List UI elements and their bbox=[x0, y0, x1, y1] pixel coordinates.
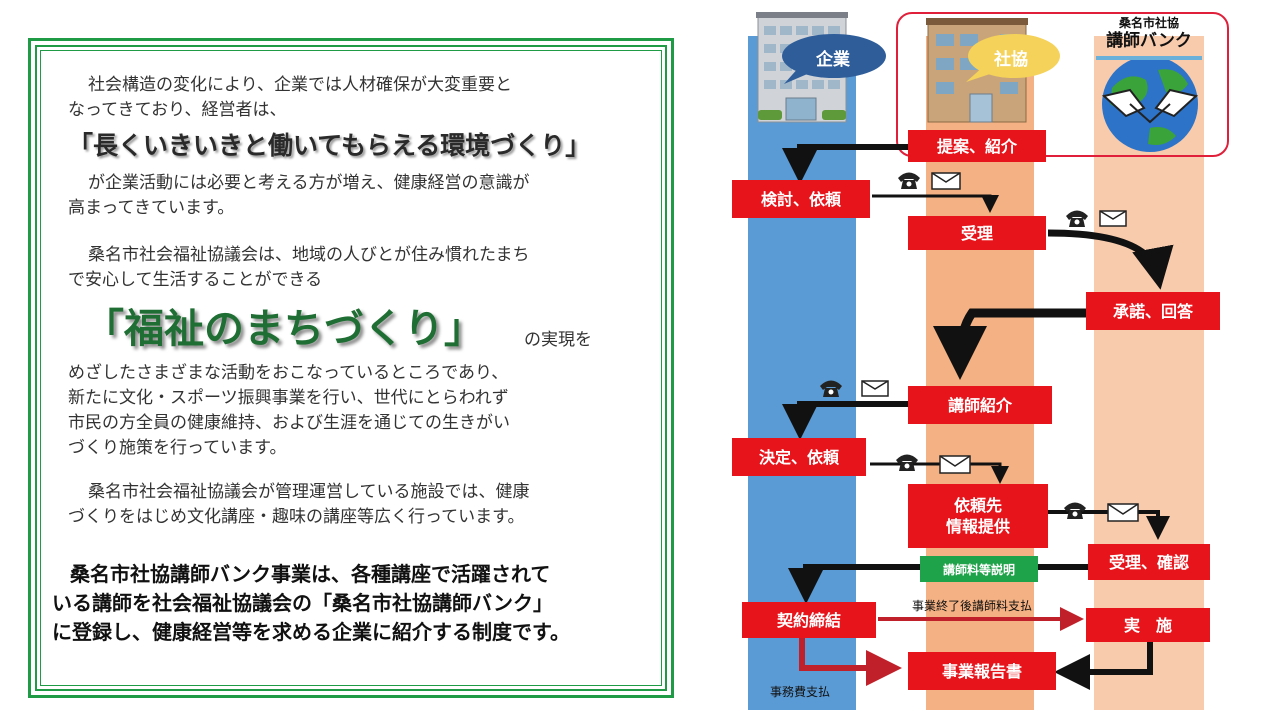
step-propose: 提案、紹介 bbox=[908, 130, 1046, 162]
intro-paragraph-2: が企業活動には必要と考える方が増え、健康経営の意識が 高まってきています。 bbox=[68, 173, 530, 218]
step-accept-confirm: 受理、確認 bbox=[1088, 544, 1210, 580]
phone-mail-icon bbox=[1064, 502, 1139, 522]
step-contract: 契約締結 bbox=[742, 602, 876, 638]
slogan-welfare-town: 「福祉のまちづくり」 bbox=[84, 306, 484, 352]
bank-title-underline bbox=[1096, 56, 1202, 60]
payment-arrows bbox=[799, 607, 1084, 686]
step-agree-reply: 承諾、回答 bbox=[1086, 292, 1220, 330]
phone-mail-icon bbox=[898, 172, 961, 190]
company-speech-bubble bbox=[782, 34, 886, 84]
slogan-work-environment: 「長くいきいきと働いてもらえる環境づくり」 bbox=[68, 131, 591, 160]
step-consider-request: 検討、依頼 bbox=[732, 180, 870, 218]
intro-paragraph-4: めざしたさまざまな活動をおこなっているところであり、 新たに文化・スポーツ振興事… bbox=[68, 363, 510, 458]
flow-arrows bbox=[782, 144, 1174, 690]
step-introduce-lecturer: 講師紹介 bbox=[908, 386, 1052, 424]
council-speech-bubble bbox=[966, 34, 1060, 82]
bank-title: 桑名市社協 講師バンク bbox=[1106, 16, 1192, 51]
administrative-fee-note: 事務費支払 bbox=[770, 685, 831, 699]
intro-panel bbox=[28, 38, 674, 698]
phone-mail-icon bbox=[820, 380, 889, 397]
step-implement: 実 施 bbox=[1086, 608, 1210, 642]
step-business-report: 事業報告書 bbox=[908, 652, 1056, 690]
phone-mail-icon bbox=[1066, 210, 1127, 227]
phone-mail-icon bbox=[896, 454, 971, 474]
company-label: 企業 bbox=[816, 50, 850, 70]
bank-frame bbox=[896, 12, 1229, 157]
slogan-welfare-tail: の実現を bbox=[524, 330, 592, 350]
fee-after-completion-note: 事業終了後講師料支払 bbox=[912, 599, 1033, 613]
step-accept: 受理 bbox=[908, 216, 1046, 250]
handshake-globe-icon bbox=[1101, 56, 1199, 152]
intro-paragraph-1: 社会構造の変化により、企業では人材確保が大変重要と なってきており、経営者は、 bbox=[68, 75, 512, 120]
council-label: 社協 bbox=[994, 50, 1028, 70]
fee-explanation-badge: 講師料等説明 bbox=[920, 556, 1038, 582]
step-provide-info: 依頼先 情報提供 bbox=[908, 484, 1048, 548]
intro-paragraph-3: 桑名市社会福祉協議会は、地域の人びとが住み慣れたまち で安心して生活することがで… bbox=[68, 245, 530, 290]
intro-paragraph-5: 桑名市社会福祉協議会が管理運営している施設では、健康 づくりをはじめ文化講座・趣… bbox=[68, 482, 530, 527]
summary-paragraph: 桑名市社協講師バンク事業は、各種講座で活躍されて いる講師を社会福祉協議会の「桑… bbox=[52, 562, 570, 644]
step-decide-request: 決定、依頼 bbox=[732, 438, 866, 476]
